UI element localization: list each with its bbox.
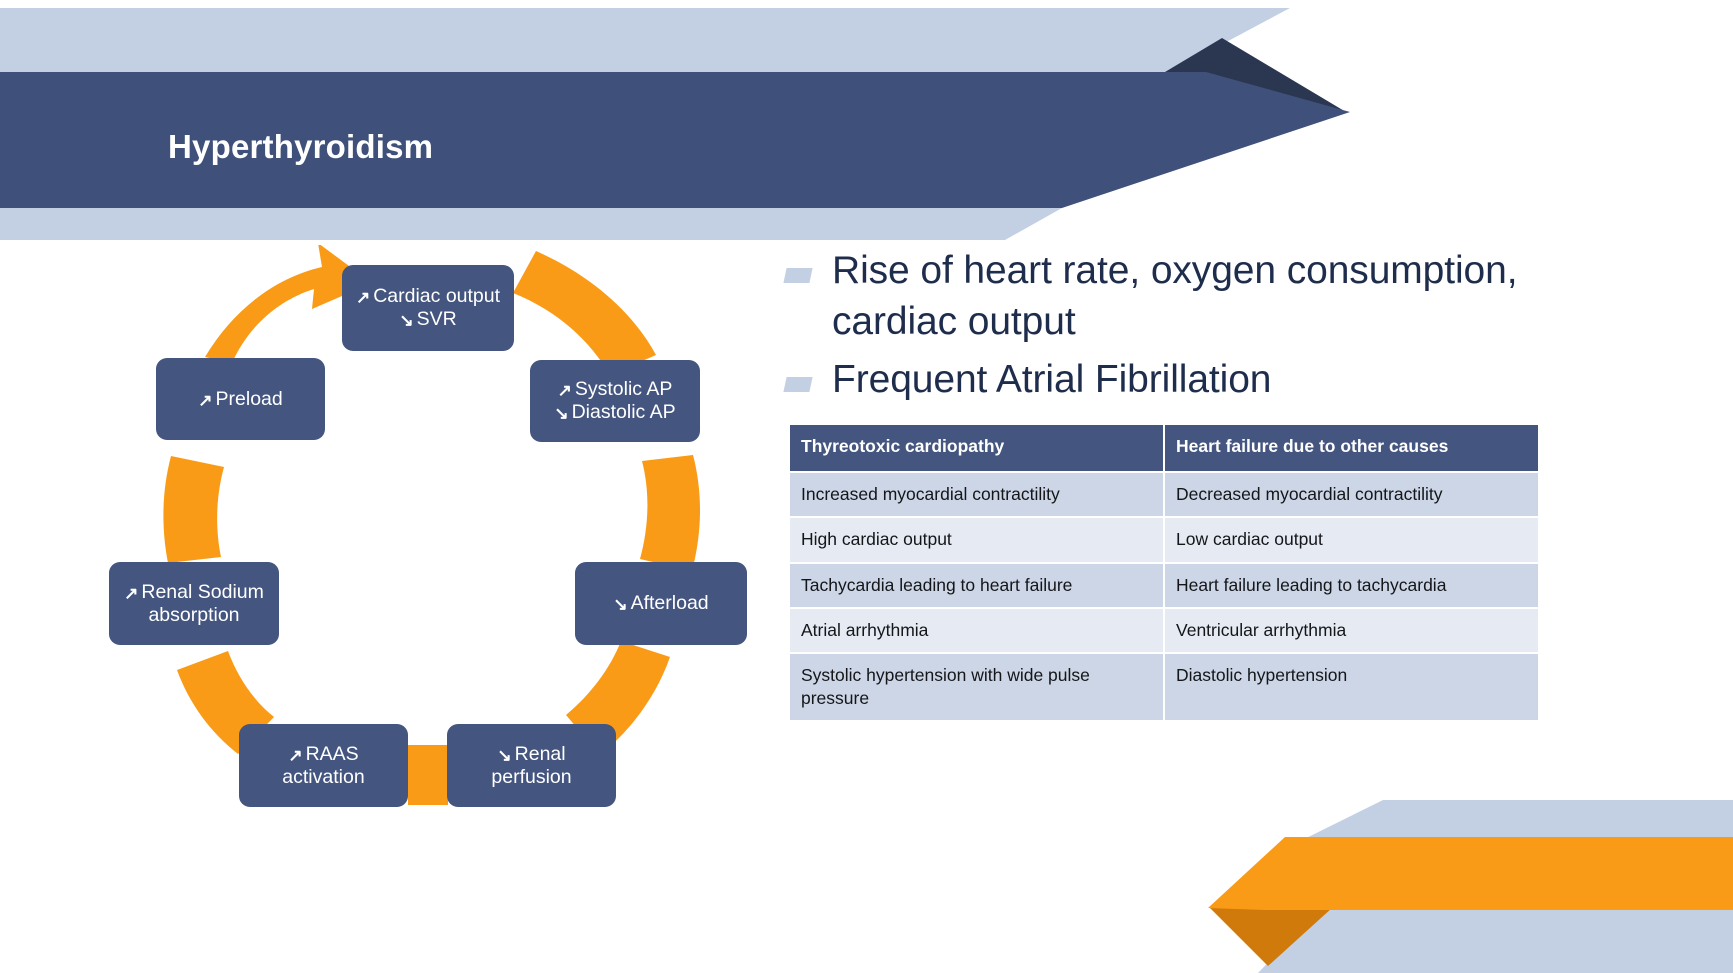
bullet-square-icon xyxy=(783,268,813,283)
cycle-node-label: Cardiac output xyxy=(373,285,501,307)
table-cell: Low cardiac output xyxy=(1165,518,1538,562)
cycle-node-label: Preload xyxy=(215,387,283,410)
cycle-node-label: perfusion xyxy=(491,765,572,788)
list-item: Rise of heart rate, oxygen consumption, … xyxy=(783,245,1585,348)
table-cell: Ventricular arrhythmia xyxy=(1165,609,1538,653)
cycle-node-label: Renal Sodium xyxy=(141,580,264,603)
page-title: Hyperthyroidism xyxy=(168,128,434,165)
list-item: Frequent Atrial Fibrillation xyxy=(783,354,1585,405)
arrow-preload-to-cardiac-output xyxy=(205,245,372,363)
bullet-list: Rise of heart rate, oxygen consumption, … xyxy=(783,245,1585,411)
arrow-renal-perfusion-to-raas xyxy=(408,745,448,805)
arrow-up-right-icon: ↗ xyxy=(355,288,371,307)
footer-decoration xyxy=(1208,800,1733,973)
cycle-node-label: Renal xyxy=(514,742,566,765)
table-column-header: Heart failure due to other causes xyxy=(1165,425,1538,471)
cycle-node-preload: ↗Preload xyxy=(156,358,325,440)
cycle-node-renal-sodium-absorption: ↗Renal Sodium absorption xyxy=(109,562,279,645)
table-row: High cardiac output Low cardiac output xyxy=(790,518,1538,562)
cycle-node-afterload: ↘Afterload xyxy=(575,562,747,645)
arrow-cardiac-to-systolic xyxy=(513,251,656,375)
cycle-node-renal-perfusion: ↘Renal perfusion xyxy=(447,724,616,807)
arrow-down-right-icon: ↘ xyxy=(399,311,414,330)
cycle-node-label: activation xyxy=(282,765,365,788)
arrow-systolic-to-afterload xyxy=(640,455,701,571)
table-row: Increased myocardial contractility Decre… xyxy=(790,472,1538,517)
arrow-sodium-to-preload xyxy=(163,456,224,563)
table-cell: Increased myocardial contractility xyxy=(790,472,1163,517)
table-cell: Decreased myocardial contractility xyxy=(1165,472,1538,517)
bullet-square-icon xyxy=(783,376,813,392)
table-cell: Heart failure leading to tachycardia xyxy=(1165,563,1538,608)
cycle-node-label: absorption xyxy=(148,603,240,626)
table-row: Atrial arrhythmia Ventricular arrhythmia xyxy=(790,609,1538,653)
arrow-down-right-icon: ↘ xyxy=(613,595,628,614)
table-cell: Diastolic hypertension xyxy=(1165,654,1538,721)
arrow-up-right-icon: ↗ xyxy=(198,390,213,410)
table-header-row: Thyreotoxic cardiopathy Heart failure du… xyxy=(790,425,1538,471)
cycle-node-label: Afterload xyxy=(630,592,709,614)
slide-header-banner: Hyperthyroidism xyxy=(0,0,1733,245)
cycle-node-raas-activation: ↗RAAS activation xyxy=(239,724,408,807)
table-cell: High cardiac output xyxy=(790,518,1163,562)
bullet-text: Rise of heart rate, oxygen consumption, … xyxy=(832,249,1518,344)
arrow-down-right-icon: ↘ xyxy=(554,404,569,423)
cycle-node-systolic-diastolic-ap: ↗Systolic AP ↘Diastolic AP xyxy=(530,360,700,442)
arrow-up-right-icon: ↗ xyxy=(288,745,303,765)
table-cell: Tachycardia leading to heart failure xyxy=(790,563,1163,608)
cycle-node-label: SVR xyxy=(416,308,457,330)
arrow-up-right-icon: ↗ xyxy=(557,381,572,400)
table-column-header: Thyreotoxic cardiopathy xyxy=(790,425,1163,471)
comparison-table: Thyreotoxic cardiopathy Heart failure du… xyxy=(788,423,1540,722)
arrow-up-right-icon: ↗ xyxy=(124,583,139,603)
bullet-text: Frequent Atrial Fibrillation xyxy=(832,357,1272,401)
cycle-node-label: Systolic AP xyxy=(574,378,673,400)
cycle-node-label: RAAS xyxy=(305,742,359,765)
arrow-down-right-icon: ↘ xyxy=(497,745,512,765)
cycle-node-cardiac-output: ↗Cardiac output ↘SVR xyxy=(342,265,514,351)
header-banner-shape xyxy=(0,8,1350,240)
hemodynamic-cycle-diagram: ↗Cardiac output ↘SVR ↗Systolic AP ↘Diast… xyxy=(0,245,860,905)
table-cell: Systolic hypertension with wide pulse pr… xyxy=(790,654,1163,721)
table-cell: Atrial arrhythmia xyxy=(790,609,1163,653)
table-row: Tachycardia leading to heart failure Hea… xyxy=(790,563,1538,608)
table-row: Systolic hypertension with wide pulse pr… xyxy=(790,654,1538,721)
cycle-node-label: Diastolic AP xyxy=(571,401,676,423)
